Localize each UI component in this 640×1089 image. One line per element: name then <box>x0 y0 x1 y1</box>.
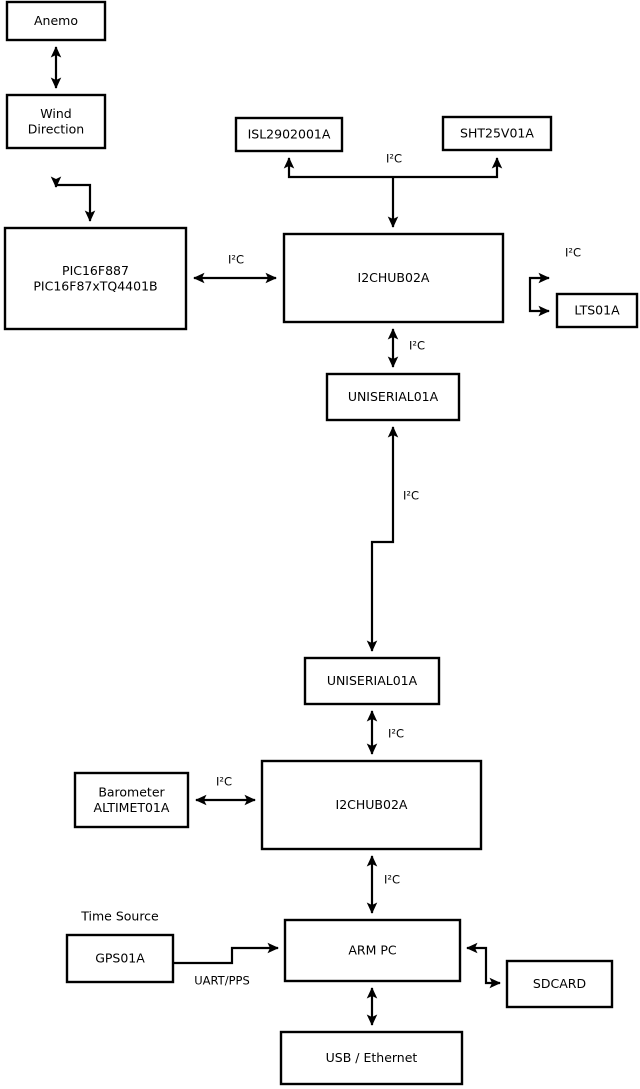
node-lts[interactable]: LTS01A <box>555 292 639 329</box>
node-label-isl: ISL2902001A <box>248 126 331 141</box>
edge-label-hub-uniserial: I²C <box>409 339 425 353</box>
node-box-pic[interactable] <box>3 226 188 331</box>
node-armpc[interactable]: ARM PC <box>283 918 462 983</box>
node-box-sht[interactable] <box>441 115 553 152</box>
node-label-line: PIC16F87xTQ4401B <box>33 278 157 293</box>
node-box-anemo[interactable] <box>5 0 107 42</box>
node-label-line: Direction <box>28 121 84 136</box>
node-label-sht: SHT25V01A <box>460 125 534 140</box>
edge-label-pic-hub: I²C <box>228 253 244 267</box>
node-box-uniserial_bot[interactable] <box>303 656 441 706</box>
node-label-armpc: ARM PC <box>348 942 397 957</box>
node-sdcard[interactable]: SDCARD <box>505 959 614 1009</box>
node-label-line: ISL2902001A <box>248 126 331 141</box>
edge-label-hub-isl-sht: I²C <box>386 152 402 166</box>
node-box-sdcard[interactable] <box>505 959 614 1009</box>
edge-label-barometer-hub2: I²C <box>216 775 232 789</box>
node-label-anemo: Anemo <box>34 13 78 28</box>
node-box-barometer[interactable] <box>73 771 190 829</box>
edges-layer: I²C I²C I²C I²C I²C I²C I²C I²C UART/PPS <box>50 46 581 1026</box>
edge-label-gps-armpc: UART/PPS <box>194 974 250 988</box>
node-box-wind[interactable] <box>5 93 107 150</box>
node-box-usb[interactable] <box>279 1030 464 1086</box>
node-box-lts[interactable] <box>555 292 639 329</box>
edge-hub-uniserial: I²C <box>387 328 425 368</box>
edge-hub2-armpc: I²C <box>366 855 400 914</box>
node-label-line: GPS01A <box>95 950 145 965</box>
free-labels-layer: Time Source <box>80 909 159 924</box>
edge-label-hub2-armpc: I²C <box>384 873 400 887</box>
edge-barometer-hub2: I²C <box>195 775 256 806</box>
node-label-line: Anemo <box>34 13 78 28</box>
node-label-uniserial_top: UNISERIAL01A <box>348 389 439 404</box>
node-label-sdcard: SDCARD <box>533 976 586 991</box>
node-box-uniserial_top[interactable] <box>325 372 461 422</box>
edge-pic-hub: I²C <box>193 253 277 284</box>
node-box-armpc[interactable] <box>283 918 462 983</box>
node-label-line: ARM PC <box>348 942 397 957</box>
edge-gps-armpc: UART/PPS <box>173 942 279 988</box>
node-label-line: ALTIMET01A <box>94 799 170 814</box>
node-hub_bot[interactable]: I2CHUB02A <box>260 759 483 851</box>
node-label-line: UNISERIAL01A <box>348 389 439 404</box>
node-box-hub_top[interactable] <box>282 232 505 324</box>
free-label-time-source: Time Source <box>80 909 159 924</box>
node-label-line: I2CHUB02A <box>336 797 408 812</box>
edge-uniserial-hub2: I²C <box>366 710 404 755</box>
edge-line-uniserial-link <box>366 426 399 652</box>
edge-line-wind-pic <box>50 176 96 222</box>
edge-wind-pic <box>50 176 96 222</box>
node-label-line: LTS01A <box>574 302 620 317</box>
node-label-line: SHT25V01A <box>460 125 534 140</box>
node-label-line: PIC16F887 <box>62 262 129 277</box>
node-box-isl[interactable] <box>234 116 344 153</box>
node-label-usb: USB / Ethernet <box>326 1050 418 1065</box>
edge-armpc-sdcard <box>466 942 501 989</box>
edge-label-uniserial-hub2: I²C <box>388 727 404 741</box>
edge-hub-lts-in: I²C <box>528 246 581 317</box>
edge-label-hub-lts-in: I²C <box>565 246 581 260</box>
node-box-hub_bot[interactable] <box>260 759 483 851</box>
node-label-line: USB / Ethernet <box>326 1050 418 1065</box>
node-label-line: SDCARD <box>533 976 586 991</box>
node-label-uniserial_bot: UNISERIAL01A <box>327 673 418 688</box>
node-box-gps[interactable] <box>65 933 175 984</box>
node-label-line: I2CHUB02A <box>358 270 430 285</box>
node-usb[interactable]: USB / Ethernet <box>279 1030 464 1086</box>
node-anemo[interactable]: Anemo <box>5 0 107 42</box>
node-sht[interactable]: SHT25V01A <box>441 115 553 152</box>
edge-line-hub-lts-in <box>528 272 550 317</box>
node-label-hub_bot: I2CHUB02A <box>336 797 408 812</box>
node-label-lts: LTS01A <box>574 302 620 317</box>
edge-line-gps-armpc <box>173 942 279 965</box>
edge-line-armpc-sdcard <box>466 942 501 989</box>
node-label-line: UNISERIAL01A <box>327 673 418 688</box>
edge-label-uniserial-link: I²C <box>403 489 419 503</box>
node-uniserial_top[interactable]: UNISERIAL01A <box>325 372 461 422</box>
node-label-line: Wind <box>40 105 71 120</box>
node-hub_top[interactable]: I2CHUB02A <box>282 232 505 324</box>
node-gps[interactable]: GPS01A <box>65 933 175 984</box>
node-isl[interactable]: ISL2902001A <box>234 116 344 153</box>
edge-hub-isl-sht: I²C <box>283 152 503 179</box>
node-uniserial_bot[interactable]: UNISERIAL01A <box>303 656 441 706</box>
node-label-line: Barometer <box>98 784 165 799</box>
edge-uniserial-link: I²C <box>366 426 419 652</box>
node-label-hub_top: I2CHUB02A <box>358 270 430 285</box>
node-label-gps: GPS01A <box>95 950 145 965</box>
